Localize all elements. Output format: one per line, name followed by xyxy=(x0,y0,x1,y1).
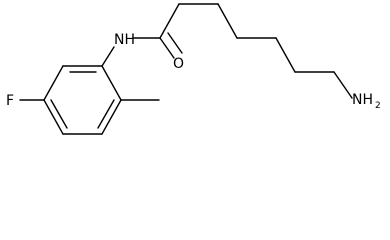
atom-labels: NH O F NH 2 xyxy=(6,32,381,111)
carbonyl-oxygen-label: O xyxy=(173,56,184,72)
chemical-structure: NH O F NH 2 xyxy=(6,3,381,135)
ring-bond-3 xyxy=(43,99,64,135)
bonds xyxy=(19,3,353,135)
ring-double-inner-2 xyxy=(50,99,68,129)
chain-bond-1 xyxy=(159,3,180,39)
ring-bond-6 xyxy=(101,65,122,101)
fluorine-label: F xyxy=(6,93,14,109)
bond-carbonyl-to-o xyxy=(159,37,175,59)
bond-carbonyl-to-o-double xyxy=(167,32,183,54)
chain-bond-3 xyxy=(217,3,238,39)
chain-bond-5 xyxy=(275,37,296,73)
chain-bond-7 xyxy=(333,71,353,99)
amide-nh-label: NH xyxy=(114,32,135,48)
ring-bond-5 xyxy=(101,99,122,135)
ring-double-inner-3 xyxy=(97,99,115,129)
amine-nh-label: NH xyxy=(352,92,373,108)
amine-subscript-2: 2 xyxy=(375,101,381,111)
ring-bond-2 xyxy=(43,65,64,101)
bond-ring-to-nh xyxy=(101,46,115,67)
